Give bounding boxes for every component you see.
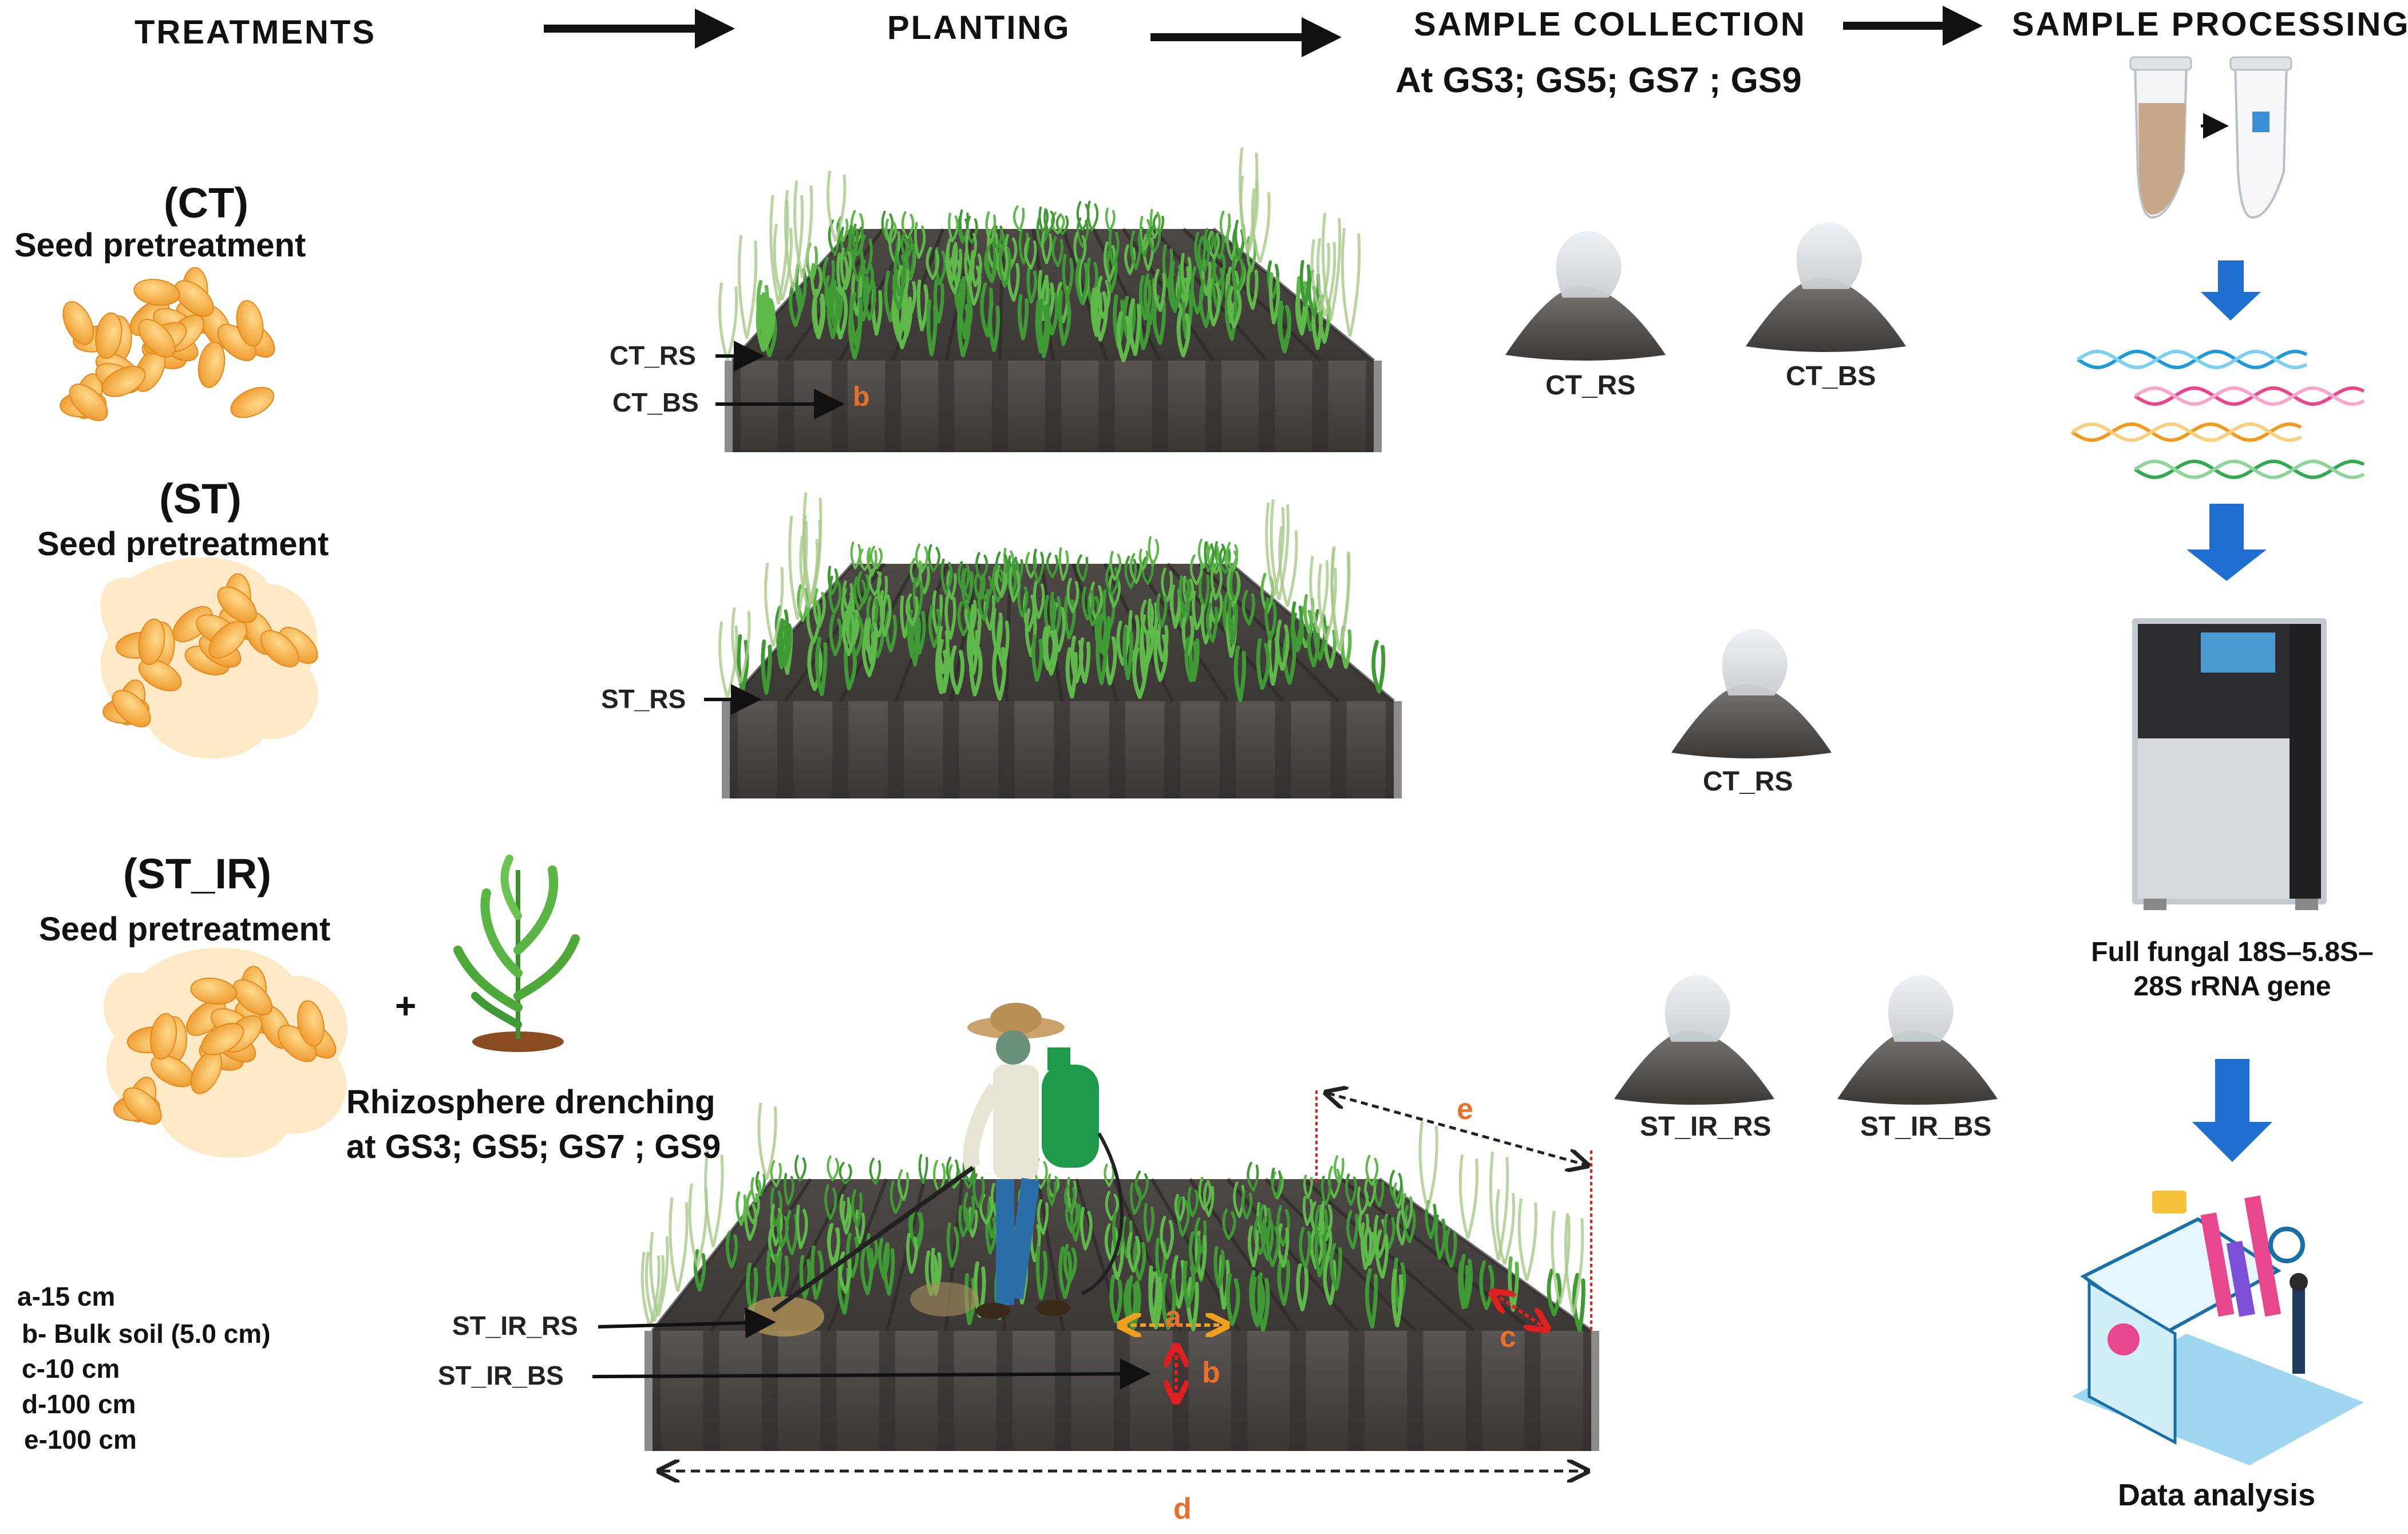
sample-bag-icon <box>1614 975 1774 1105</box>
seed-grain <box>236 300 264 347</box>
seed-grain <box>69 384 108 421</box>
legend-c: c-10 cm <box>22 1354 120 1383</box>
dimension-d-label: d <box>1173 1492 1192 1525</box>
seed-grain <box>208 620 247 659</box>
seed-grain <box>133 279 180 306</box>
bag-label-row1-right: CT_BS <box>1786 361 1876 392</box>
drenching-line2: at GS3; GS5; GS7 ; GS9 <box>346 1128 721 1165</box>
seed-grain <box>112 690 151 728</box>
drenching-line1: Rhizosphere drenching <box>346 1084 715 1121</box>
data-analysis-icon <box>2072 1191 2364 1465</box>
bag-label-row2: CT_RS <box>1703 766 1793 797</box>
plus-sign: + <box>395 985 417 1026</box>
bag-label-row1-left: CT_RS <box>1545 370 1636 401</box>
seed-grain <box>138 319 176 358</box>
legend-a: a-15 cm <box>17 1282 116 1311</box>
field-label-st-rs: ST_RS <box>601 684 686 714</box>
bag-label-row3-right: ST_IR_BS <box>1860 1112 1992 1142</box>
seed-cluster-st-icon <box>100 557 318 759</box>
seed-grain <box>190 978 238 1005</box>
dimension-c-marker <box>1494 1294 1545 1328</box>
seed-grain <box>230 386 275 418</box>
legend-e: e-100 cm <box>24 1425 137 1454</box>
field-label-ct-bs: CT_BS <box>612 388 699 417</box>
tubes-icon <box>2129 56 2292 219</box>
header-treatments: TREATMENTS <box>135 14 377 51</box>
sequencer-icon <box>2132 618 2327 910</box>
seed-grain <box>297 1000 325 1047</box>
sample-bag-icon <box>1746 222 1906 352</box>
field-pointer-arrows <box>592 341 1151 1390</box>
seed-cluster-st-ir-icon <box>104 947 348 1158</box>
dimension-c-label: c <box>1500 1320 1516 1354</box>
sample-bag-icon <box>1505 231 1666 361</box>
legend-b: b- Bulk soil (5.0 cm) <box>22 1319 271 1349</box>
seed-grain <box>149 1013 177 1060</box>
seed-cluster-ct-icon <box>60 267 275 421</box>
flow-arrows-blue <box>2186 260 2272 1162</box>
treatment-st-ir-code: (ST_IR) <box>123 850 271 898</box>
seedling-icon <box>453 855 580 1052</box>
sample-bags <box>1505 222 1998 1105</box>
bag-label-row3-left: ST_IR_RS <box>1640 1112 1772 1142</box>
sample-bag-icon <box>1671 628 1832 758</box>
data-analysis-label: Data analysis <box>2118 1478 2316 1512</box>
dimension-b-label-field1: b <box>853 382 870 412</box>
sequencing-label-line2: 28S rRNA gene <box>2133 971 2331 1002</box>
header-planting: PLANTING <box>887 9 1071 46</box>
seed-grain <box>101 366 146 397</box>
field-ct <box>718 147 1382 452</box>
seed-grain <box>201 1022 244 1055</box>
treatment-ct-code: (CT) <box>164 179 248 227</box>
field-label-st-ir-bs: ST_IR_BS <box>438 1361 564 1390</box>
seed-grain <box>232 979 273 1016</box>
seed-grain <box>95 312 122 359</box>
seed-grain <box>138 618 165 666</box>
seed-grain <box>217 586 257 623</box>
treatment-st-code: (ST) <box>159 475 242 523</box>
sample-bag-icon <box>1837 975 1998 1105</box>
legend-d: d-100 cm <box>22 1389 136 1419</box>
field-label-ct-rs: CT_RS <box>610 341 696 370</box>
field-st-ir <box>640 1102 1599 1451</box>
seed-grain <box>260 630 299 667</box>
farmer-sprayer-icon <box>771 1003 1124 1319</box>
field-label-st-ir-rs: ST_IR_RS <box>452 1311 578 1341</box>
seed-grain <box>138 659 182 691</box>
treatment-st-name: Seed pretreatment <box>37 525 329 563</box>
treatment-ct-name: Seed pretreatment <box>14 227 306 264</box>
sequencing-label-line1: Full fungal 18S–5.8S– <box>2091 937 2374 967</box>
dimension-markers <box>661 1090 1591 1471</box>
seed-grain <box>122 1087 162 1125</box>
seed-grain <box>174 280 214 317</box>
header-sample-collection: SAMPLE COLLECTION <box>1414 6 1806 43</box>
dimension-a-label: a <box>1165 1300 1181 1334</box>
dimension-e-marker <box>1328 1093 1585 1165</box>
dna-strands-icon <box>2071 349 2365 480</box>
header-sample-processing: SAMPLE PROCESSING <box>2012 6 2408 43</box>
field-st <box>718 492 1402 798</box>
dimension-b-label: b <box>1202 1356 1220 1389</box>
sample-collection-stages: At GS3; GS5; GS7 ; GS9 <box>1395 61 1802 100</box>
seed-grain <box>62 301 94 345</box>
treatment-st-ir-name: Seed pretreatment <box>39 911 331 948</box>
seed-grain <box>197 341 226 388</box>
header-arrows <box>544 6 1983 57</box>
dimension-e-label: e <box>1457 1093 1473 1126</box>
